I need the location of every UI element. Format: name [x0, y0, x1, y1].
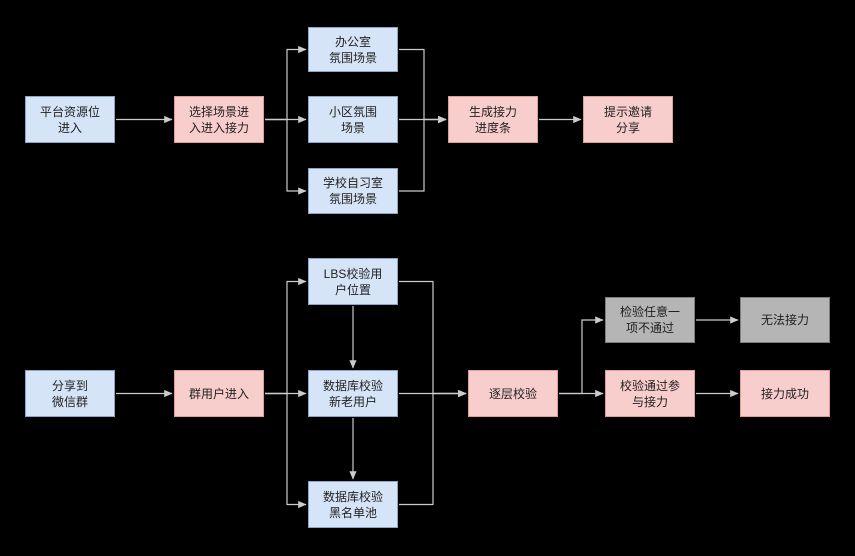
node-label: 选择场景进 入进入接力 [188, 104, 249, 135]
node-db-check-blacklist: 数据库校验 黑名单池 [308, 481, 398, 528]
node-select-scene: 选择场景进 入进入接力 [174, 96, 264, 143]
node-platform-entry: 平台资源位 进入 [25, 96, 115, 143]
edge-select-scene-to-school-scene [265, 118, 307, 195]
node-label: 学校自习室 氛围场景 [322, 176, 383, 206]
node-label: 逐层校验 [488, 386, 537, 401]
node-label: 提示邀请 分享 [603, 104, 652, 135]
node-group-user-enter: 群用户进入 [174, 370, 264, 417]
node-progress-bar: 生成接力 进度条 [448, 96, 538, 143]
node-label: 平台资源位 进入 [39, 104, 100, 135]
node-relay-success: 接力成功 [740, 370, 830, 417]
edge-select-scene-to-office-scene [265, 45, 307, 121]
edge-layer-check-to-check-fail [559, 316, 604, 395]
node-label: 无法接力 [760, 313, 809, 327]
node-label: 小区氛围 场景 [328, 104, 377, 135]
node-label: 校验通过参 与接力 [619, 378, 680, 409]
node-label: 生成接力 进度条 [468, 104, 517, 135]
node-label: 接力成功 [760, 386, 809, 401]
node-school-scene: 学校自习室 氛围场景 [308, 168, 398, 214]
node-check-fail: 检验任意一 项不通过 [605, 297, 695, 343]
edge-group-user-enter-to-lbs-check [265, 277, 307, 395]
node-share-wechat: 分享到 微信群 [25, 370, 115, 417]
edge-office-scene-to-progress-bar [399, 48, 447, 124]
edge-group-user-enter-to-db-check-blacklist [265, 392, 307, 509]
node-check-pass: 校验通过参 与接力 [605, 370, 695, 417]
node-label: 群用户进入 [188, 386, 249, 401]
node-community-scene: 小区氛围 场景 [308, 96, 398, 143]
node-relay-fail: 无法接力 [740, 297, 830, 343]
node-invite-share: 提示邀请 分享 [583, 96, 673, 143]
edge-db-check-blacklist-to-layer-check [399, 389, 467, 506]
node-layer-check: 逐层校验 [468, 370, 558, 417]
node-label: LBS校验用 户位置 [323, 266, 383, 297]
node-label: 数据库校验 黑名单池 [322, 489, 383, 520]
node-label: 办公室 氛围场景 [328, 34, 377, 65]
node-label: 检验任意一 项不通过 [619, 305, 680, 335]
node-label: 数据库校验 新老用户 [322, 378, 383, 409]
node-label: 分享到 微信群 [51, 378, 88, 409]
node-lbs-check: LBS校验用 户位置 [308, 258, 398, 305]
node-db-check-users: 数据库校验 新老用户 [308, 370, 398, 417]
node-office-scene: 办公室 氛围场景 [308, 27, 398, 72]
edge-school-scene-to-progress-bar [399, 115, 447, 192]
edge-lbs-check-to-layer-check [399, 280, 467, 398]
